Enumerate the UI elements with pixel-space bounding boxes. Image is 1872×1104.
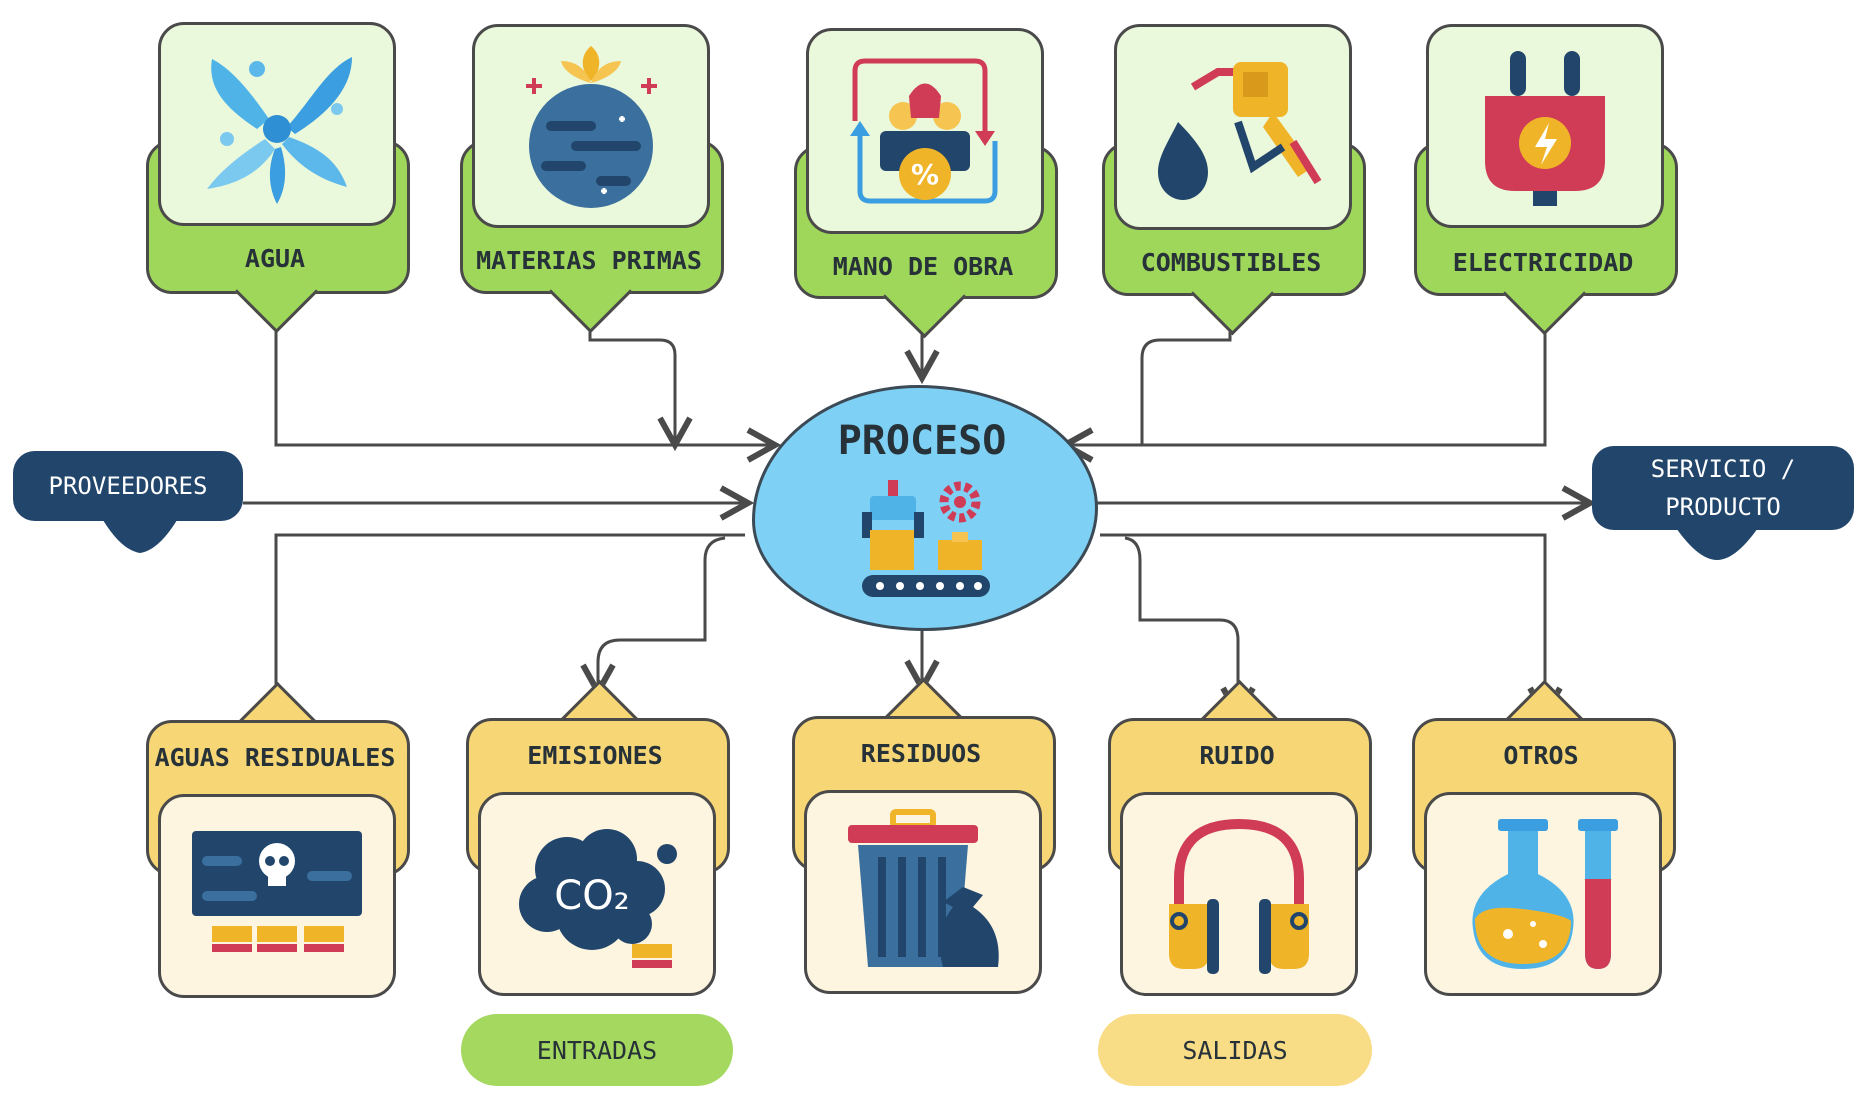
connector-materias [588,300,675,445]
card-label-combustibles: COMBUSTIBLES [1140,248,1322,277]
legend-outputs-label: SALIDAS [1182,1035,1288,1065]
card-icon-box-materias-primas [472,24,710,228]
card-label-mano-de-obra: MANO DE OBRA [832,252,1014,281]
water-splash-icon [207,57,352,204]
card-label-agua: AGUA [244,244,306,273]
suppliers-label: PROVEEDORES [48,472,208,500]
process-node [752,385,1098,631]
card-icon-box-aguas-residuales [158,794,396,998]
fuel-nozzle-icon [1158,62,1322,200]
card-label-electricidad: ELECTRICIDAD [1452,248,1634,277]
card-label-ruido: RUIDO [1199,741,1275,770]
service-product-node-tail [1672,522,1762,560]
workforce-icon: % [850,58,998,204]
card-label-aguas-residuales: AGUAS RESIDUALES [154,743,396,772]
card-label-materias-primas: MATERIAS PRIMAS [476,246,702,275]
card-icon-box-residuos [804,790,1042,994]
connector-combustibles [1065,302,1232,445]
legend-inputs-label: ENTRADAS [536,1035,658,1065]
legend-inputs: ENTRADAS [461,1014,733,1086]
card-icon-box-electricidad [1426,24,1664,228]
card-icon-box-combustibles [1114,24,1352,230]
card-icon-box-emisiones: CO₂ [478,792,716,996]
card-label-emisiones: EMISIONES [527,741,663,770]
card-icon-box-otros [1424,792,1662,996]
legend-outputs: SALIDAS [1098,1014,1372,1086]
connector-aguas [274,533,745,695]
svg-text:CO₂: CO₂ [554,873,629,919]
ear-muffs-icon [1169,818,1309,974]
service-product-label-line1: SERVICIO / [1650,455,1796,483]
service-product-label-line2: PRODUCTO [1665,493,1781,521]
lab-flask-icon [1472,819,1618,969]
card-icon-box-agua [158,22,396,226]
connector-ruido [1124,536,1238,715]
connector-electricidad [1065,302,1547,445]
planet-resources-icon [526,46,657,208]
card-icon-box-mano-de-obra: % [806,28,1044,234]
card-label-otros: OTROS [1503,741,1579,770]
wastewater-icon [192,831,362,952]
card-label-residuos: RESIDUOS [860,739,982,768]
co2-cloud-icon: CO₂ [519,829,677,968]
card-icon-box-ruido [1120,792,1358,996]
trash-bin-icon [848,809,999,967]
svg-text:%: % [911,158,939,191]
production-line-icon [862,480,990,597]
connector-agua [274,300,775,445]
connector-otros [1100,533,1545,715]
service-product-node: SERVICIO / PRODUCTO [1592,446,1854,530]
suppliers-node-tail [100,515,180,553]
suppliers-node: PROVEEDORES [13,451,243,521]
process-label: PROCESO [837,418,1007,464]
connector-emisiones [598,536,726,692]
electric-plug-icon [1485,51,1605,206]
